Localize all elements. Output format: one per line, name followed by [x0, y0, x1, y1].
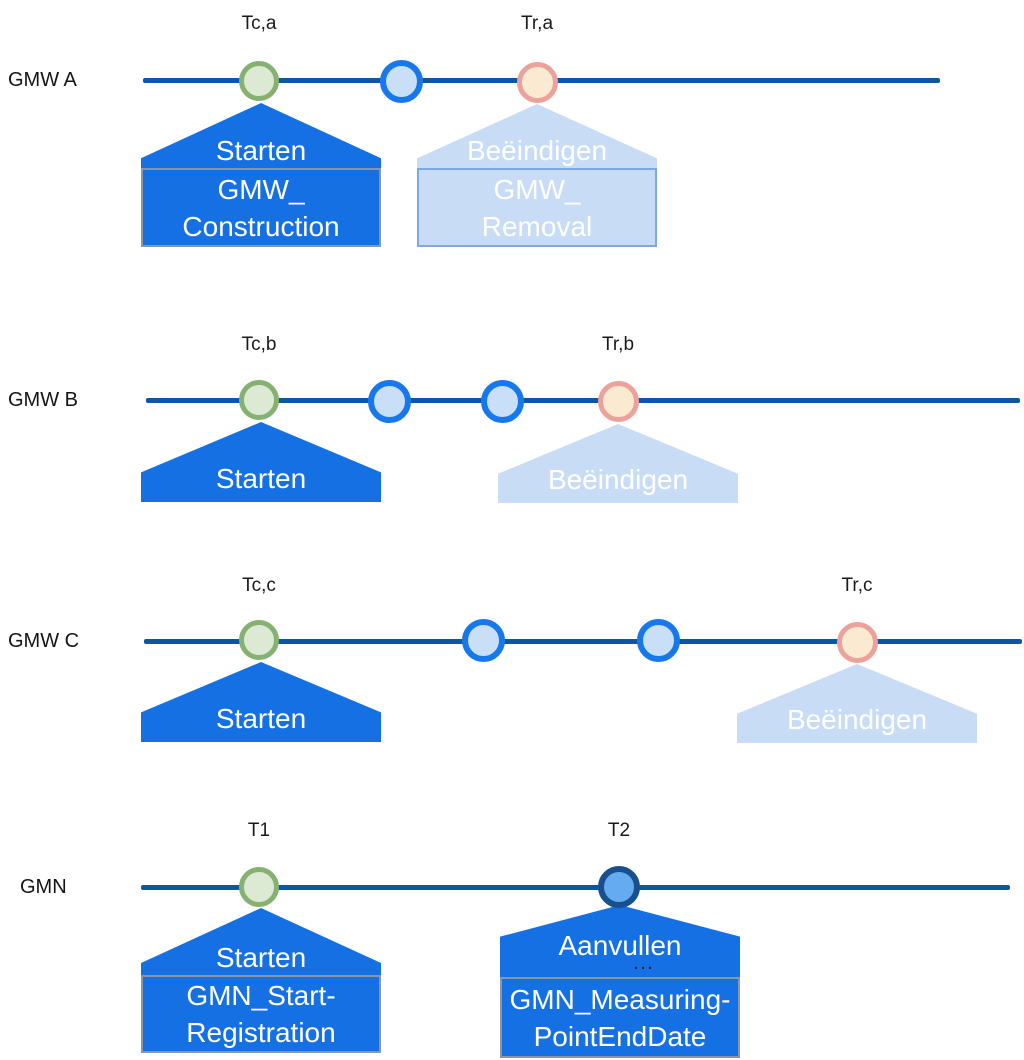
callout-box-gmn: GMN_Start- Registration: [141, 975, 381, 1053]
callout-box-line: GMW_: [217, 173, 305, 205]
callout-box-gmw-a: GMW_ Removal: [417, 168, 657, 247]
callout-box-line: PointEndDate: [533, 1020, 707, 1052]
callout-house-label: Aanvullen: [558, 930, 682, 961]
callout-box-line: Removal: [481, 210, 593, 242]
callout-box-gmw-a: GMW_ Construction: [141, 168, 381, 247]
overflow-dots: ···: [634, 960, 655, 977]
removal-event-marker: [836, 621, 878, 663]
timeline-line: [146, 398, 1020, 403]
removal-event-marker: [516, 61, 558, 103]
row-label: GMW B: [8, 389, 78, 411]
time-label: Tc,c: [242, 575, 276, 596]
row-label: GMW A: [8, 69, 77, 91]
time-label: T1: [247, 820, 271, 841]
construction-start-event-marker: [239, 380, 279, 420]
time-label: Tr,c: [841, 575, 873, 596]
timeline-line: [141, 885, 1010, 890]
time-label: Tc,b: [241, 334, 277, 355]
row-label: GMW C: [8, 630, 80, 652]
callout-box-line: Registration: [186, 1017, 336, 1048]
callout-house-gmn: Aanvullen···: [500, 905, 740, 977]
intermediate-event-marker: [379, 59, 423, 103]
supplement-event-marker: [598, 866, 640, 908]
construction-start-event-marker: [239, 620, 279, 660]
intermediate-event-marker: [367, 379, 411, 423]
time-label: Tr,b: [601, 334, 635, 355]
callout-house-gmn: Starten: [141, 908, 381, 975]
row-label: GMN: [20, 876, 67, 898]
intermediate-event-marker: [461, 618, 505, 662]
intermediate-event-marker: [636, 618, 680, 662]
callout-house-label: Beëindigen: [466, 135, 608, 166]
callout-house-label: Starten: [215, 135, 307, 166]
removal-event-marker: [597, 380, 639, 422]
callout-box-line: GMN_Start-: [186, 980, 336, 1011]
construction-start-event-marker: [239, 61, 279, 101]
callout-box-gmn: GMN_Measuring- PointEndDate: [500, 977, 740, 1058]
callout-house-label: Beëindigen: [786, 704, 928, 735]
callout-house-label: Starten: [215, 463, 307, 494]
callout-house-label: Starten: [215, 703, 307, 734]
callout-box-line: GMW_: [493, 173, 581, 205]
registration-start-event-marker: [239, 867, 279, 907]
timeline-line: [144, 639, 1022, 644]
intermediate-event-marker: [480, 379, 524, 423]
time-label: Tc,a: [241, 13, 277, 34]
time-label: Tr,a: [520, 13, 554, 34]
callout-box-line: Construction: [182, 210, 340, 242]
callout-house-label: Beëindigen: [547, 464, 689, 495]
callout-box-line: GMN_Measuring-: [509, 983, 731, 1015]
time-label: T2: [607, 820, 631, 841]
callout-house-label: Starten: [215, 942, 307, 973]
